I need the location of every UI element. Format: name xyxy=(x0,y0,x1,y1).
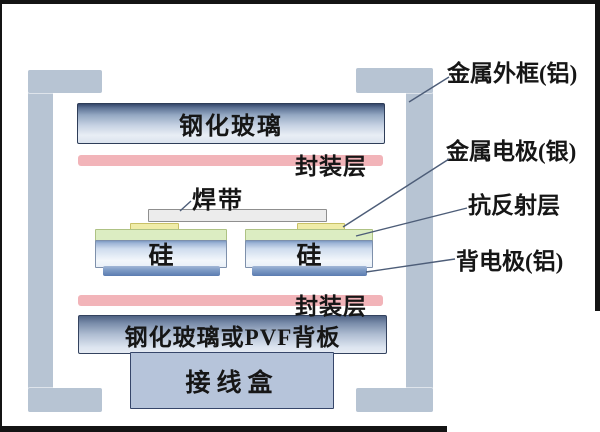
callout-metal-frame: 金属外框(铝) xyxy=(447,61,578,86)
frame-left-top-arm xyxy=(28,70,102,93)
junction-box: 接线盒 xyxy=(130,352,334,409)
backsheet-label: 钢化玻璃或PVF背板 xyxy=(124,324,341,350)
junction-box-label: 接线盒 xyxy=(185,369,279,397)
silicon-cell-left: 硅 xyxy=(95,240,227,270)
silicon-left-label: 硅 xyxy=(148,243,174,270)
callout-metal-electrode: 金属电极(银) xyxy=(446,139,577,164)
tempered-glass-layer: 钢化玻璃 xyxy=(77,103,385,144)
silicon-cell-right: 硅 xyxy=(245,240,373,270)
callout-back-electrode: 背电极(铝) xyxy=(456,249,564,274)
tempered-glass-label: 钢化玻璃 xyxy=(179,114,283,140)
solder-ribbon-label: 焊带 xyxy=(192,188,244,214)
photo-edge-top xyxy=(0,0,600,4)
back-electrode-right xyxy=(252,266,367,276)
encapsulant-top-layer xyxy=(78,155,383,166)
photo-edge-right xyxy=(595,0,600,311)
encapsulant-bottom-label: 封装层 xyxy=(295,294,367,319)
silicon-right-label: 硅 xyxy=(296,243,322,270)
frame-right-bottom-arm xyxy=(356,388,433,412)
frame-left-bottom-arm xyxy=(28,388,102,412)
solder-ribbon xyxy=(148,209,327,222)
photo-edge-left xyxy=(0,0,2,432)
photo-edge-bottom xyxy=(0,426,447,432)
frame-left-vertical xyxy=(28,70,53,412)
callout-anti-reflection: 抗反射层 xyxy=(468,193,560,218)
back-electrode-left xyxy=(103,266,220,276)
encapsulant-bottom-layer xyxy=(78,295,383,306)
frame-right-vertical xyxy=(406,68,433,412)
frame-right-top-arm xyxy=(356,68,433,93)
encapsulant-top-label: 封装层 xyxy=(295,154,367,179)
